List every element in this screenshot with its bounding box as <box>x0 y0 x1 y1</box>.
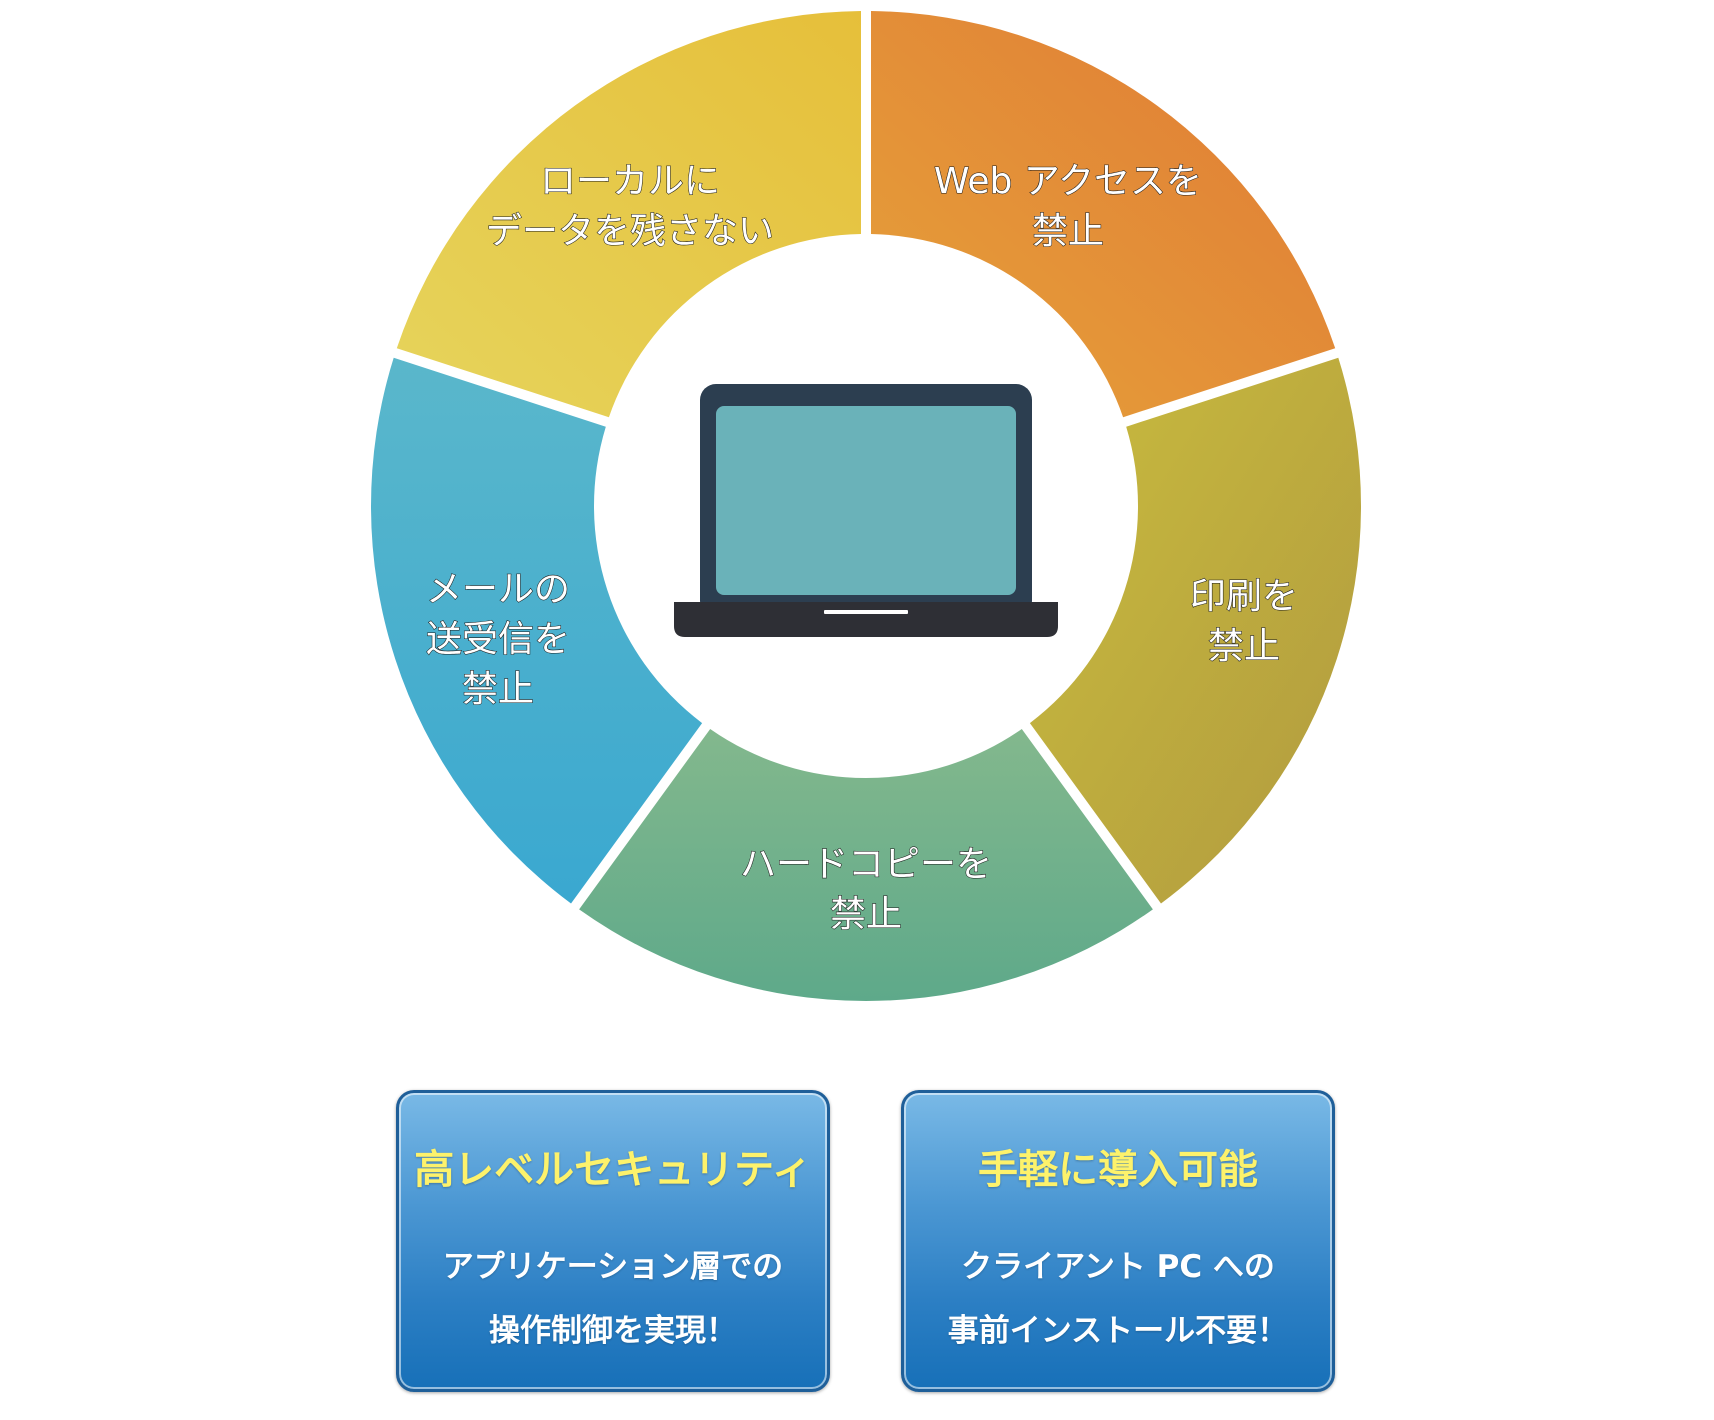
segment-hardcopy-label: ハードコピーを <box>740 844 992 885</box>
laptop-screen <box>716 406 1016 595</box>
segment-mail <box>371 357 703 904</box>
laptop-base <box>674 602 1058 637</box>
card-text-line: アプリケーション層での <box>442 1249 784 1285</box>
card-easy-deploy: 手軽に導入可能 クライアント PC への 事前インストール不要！ <box>901 1090 1335 1392</box>
segment-hardcopy <box>579 728 1153 1002</box>
card-text-line: クライアント PC への <box>961 1249 1275 1285</box>
laptop-icon <box>674 384 1058 637</box>
segment-local-data <box>396 11 862 418</box>
card-text-line: 操作制御を実現！ <box>489 1313 737 1349</box>
segment-local-data-label: データを残さない <box>486 211 774 252</box>
segment-hardcopy-label: 禁止 <box>830 894 902 935</box>
segment-mail-label: 送受信を <box>426 619 570 660</box>
ring-segments <box>371 11 1361 1002</box>
card-text-line: 事前インストール不要！ <box>947 1313 1289 1349</box>
card-high-security: 高レベルセキュリティ アプリケーション層での 操作制御を実現！ <box>396 1090 830 1392</box>
segment-web-access-label: 禁止 <box>1032 211 1104 252</box>
laptop-notch <box>824 610 908 614</box>
card-title: 手軽に導入可能 <box>978 1147 1258 1193</box>
segment-web-access <box>870 11 1336 418</box>
segment-web-access-label: Web アクセスを <box>934 161 1202 202</box>
segment-print <box>1029 357 1361 904</box>
card-title: 高レベルセキュリティ <box>414 1147 812 1193</box>
segment-print-label: 禁止 <box>1208 626 1280 667</box>
segment-mail-label: メールの <box>426 569 570 610</box>
segment-local-data-label: ローカルに <box>540 161 720 202</box>
segment-mail-label: 禁止 <box>462 669 534 710</box>
segment-print-label: 印刷を <box>1190 576 1298 617</box>
